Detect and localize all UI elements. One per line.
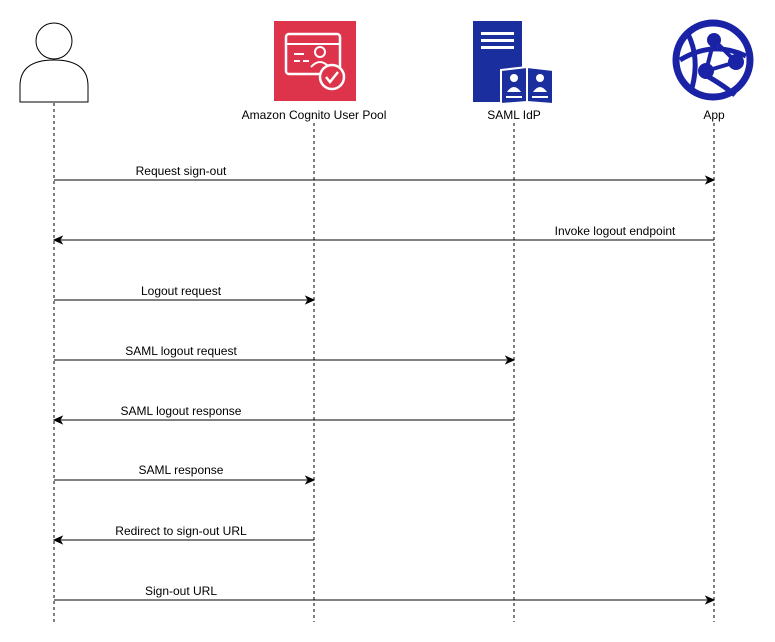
message-redirect-to-sign-out-url: Redirect to sign-out URL <box>52 524 314 545</box>
message-sign-out-url: Sign-out URL <box>54 584 716 605</box>
message-label: Invoke logout endpoint <box>555 224 676 238</box>
arrowhead <box>52 235 64 245</box>
message-label: Request sign-out <box>136 164 227 178</box>
arrowhead <box>52 415 64 425</box>
cognito-user-pool-icon <box>274 21 356 101</box>
participant-label-saml-idp: SAML IdP <box>487 108 541 122</box>
arrowhead <box>52 535 64 545</box>
message-label: SAML response <box>139 463 224 477</box>
arrowhead <box>504 355 516 365</box>
message-saml-response: SAML response <box>54 463 316 485</box>
message-label: SAML logout response <box>121 404 242 418</box>
participant-label-cognito: Amazon Cognito User Pool <box>242 108 387 122</box>
message-saml-logout-request: SAML logout request <box>54 344 516 365</box>
message-invoke-logout-endpoint: Invoke logout endpoint <box>52 224 714 245</box>
message-label: Redirect to sign-out URL <box>115 524 247 538</box>
message-request-sign-out: Request sign-out <box>54 164 716 185</box>
arrowhead <box>304 475 316 485</box>
message-label: Logout request <box>141 284 222 298</box>
message-logout-request: Logout request <box>54 284 316 305</box>
app-globe-icon <box>672 19 754 101</box>
message-saml-logout-response: SAML logout response <box>52 404 514 425</box>
saml-idp-server-icon <box>473 21 554 106</box>
arrowhead <box>304 295 316 305</box>
user-icon <box>19 22 89 103</box>
arrowhead <box>704 595 716 605</box>
message-label: SAML logout request <box>125 344 237 358</box>
participant-label-app: App <box>703 108 725 122</box>
message-label: Sign-out URL <box>145 584 217 598</box>
arrowhead <box>704 175 716 185</box>
